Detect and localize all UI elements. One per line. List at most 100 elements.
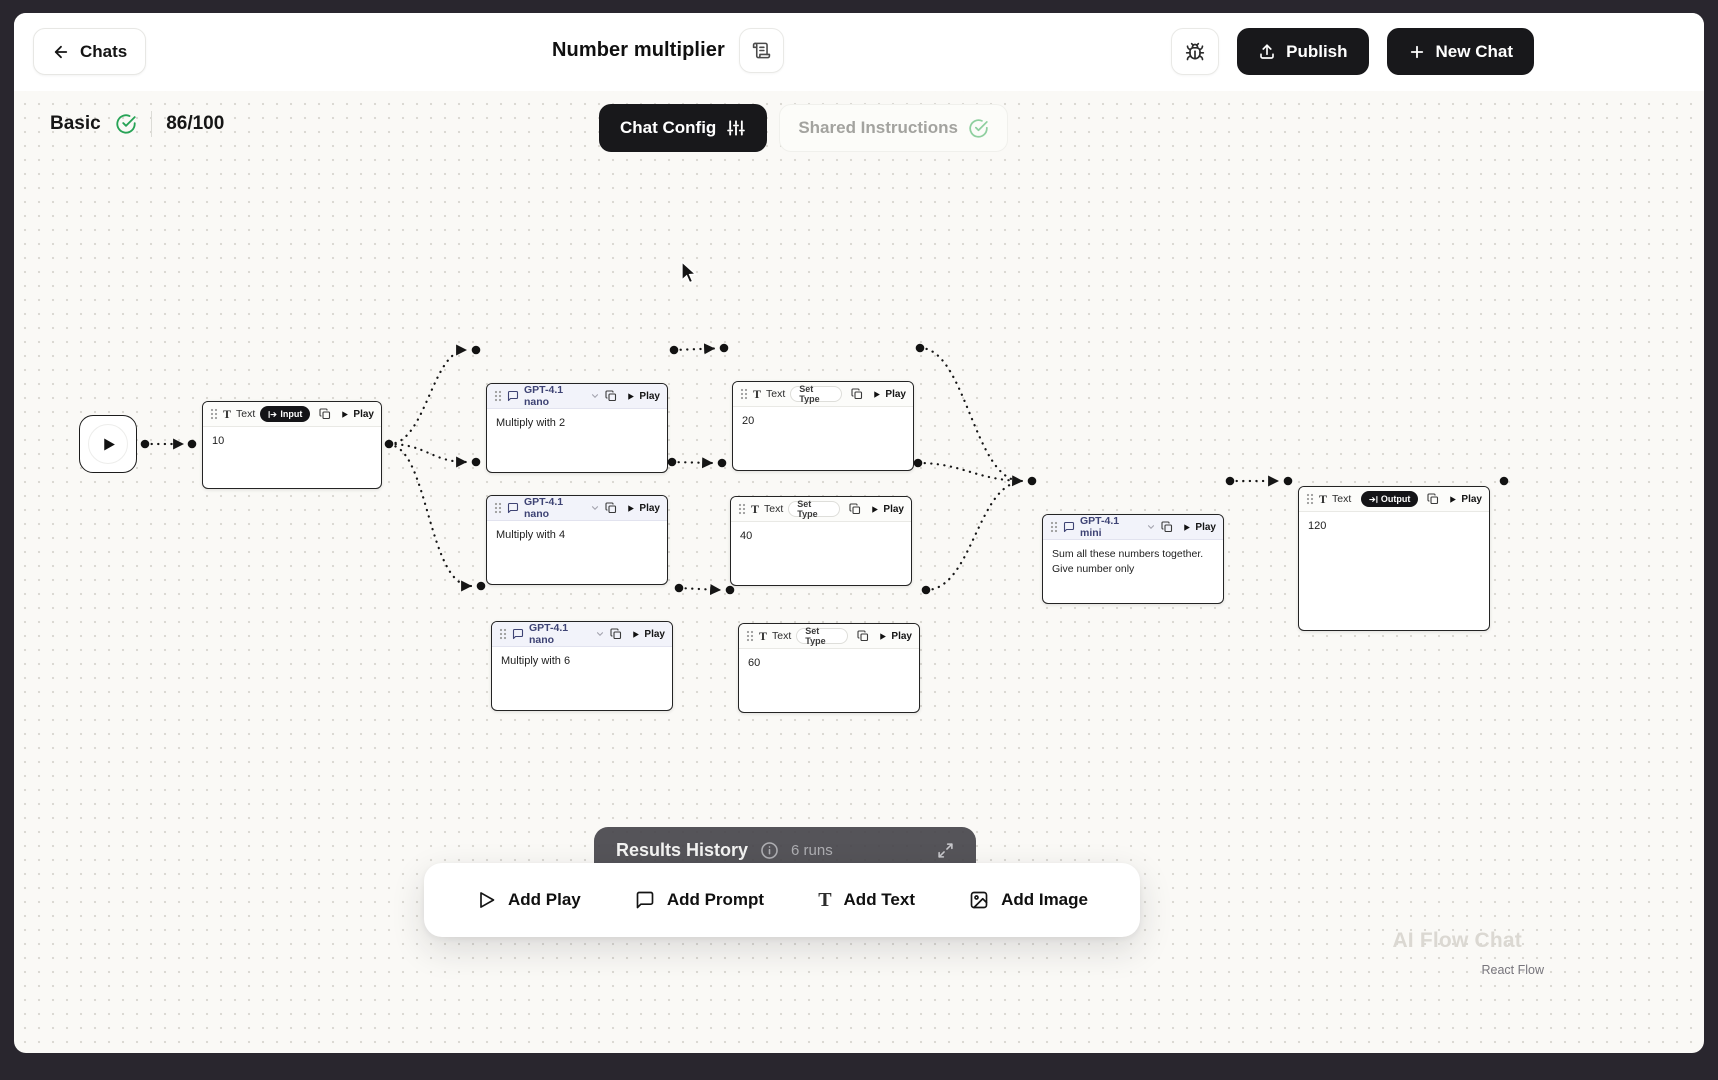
chevron-down-icon[interactable] [1146,522,1156,532]
model-select[interactable]: GPT-4.1 nano [529,622,569,646]
badge-label: Set Type [805,626,826,646]
chat-config-button[interactable]: Chat Config [599,104,768,152]
mouse-cursor [679,261,701,285]
drag-handle-icon[interactable] [740,388,748,400]
copy-icon[interactable] [605,390,617,402]
add-prompt-button[interactable]: Add Prompt [635,890,764,910]
plus-icon [1408,43,1426,61]
drag-handle-icon[interactable] [1306,493,1314,505]
copy-icon[interactable] [1161,521,1173,533]
node-text-input[interactable]: T Text Input Play 10 [202,401,382,489]
node-header: GPT-4.1 nano Play [487,384,667,409]
drag-handle-icon[interactable] [499,628,507,640]
play-icon [88,424,128,464]
chevron-down-icon[interactable] [590,391,600,401]
node-content[interactable]: Multiply with 6 [501,655,571,667]
model-select[interactable]: GPT-4.1 nano [524,384,564,408]
copy-icon[interactable] [319,408,331,420]
input-badge[interactable]: Input [260,406,311,422]
publish-button[interactable]: Publish [1237,28,1369,75]
shared-instructions-button[interactable]: Shared Instructions [779,104,1008,152]
node-text-40[interactable]: T Text Set Type Play 40 [730,496,912,586]
node-type-label: Text [764,503,784,515]
node-prompt-sum[interactable]: GPT-4.1 mini Play Sum all these numbers … [1042,514,1224,604]
node-play-button[interactable]: Play [626,391,660,402]
node-header: T Text Set Type Play [733,382,913,407]
node-header: GPT-4.1 nano Play [492,622,672,647]
play-label: Play [883,503,904,515]
drag-handle-icon[interactable] [494,390,502,402]
drag-handle-icon[interactable] [746,630,754,642]
drag-handle-icon[interactable] [738,503,746,515]
flow-canvas[interactable]: Basic 86/100 Chat Config Shared Instruct… [14,91,1704,1053]
drag-handle-icon[interactable] [494,502,502,514]
new-chat-button[interactable]: New Chat [1386,28,1534,75]
node-content[interactable]: Sum all these numbers together. Give num… [1052,548,1204,576]
play-label: Play [885,388,906,400]
node-content[interactable]: Multiply with 4 [496,529,566,541]
node-prompt-multiply-2[interactable]: GPT-4.1 nano Play Multiply with 2 [486,383,668,473]
chevron-down-icon[interactable] [590,503,600,513]
node-text-output[interactable]: T Text Output Play 120 [1298,486,1490,631]
chevron-down-icon[interactable] [595,629,605,639]
copy-icon[interactable] [605,502,617,514]
node-content[interactable]: Multiply with 2 [496,417,566,429]
node-prompt-multiply-6[interactable]: GPT-4.1 nano Play Multiply with 6 [491,621,673,711]
node-content[interactable]: 40 [740,530,753,542]
node-play-button[interactable]: Play [872,389,906,400]
add-text-button[interactable]: T Add Text [818,889,915,912]
node-header: T Text Input Play [203,402,381,427]
shared-instructions-label: Shared Instructions [798,118,958,137]
drag-handle-icon[interactable] [1050,521,1058,533]
tier-label: Basic [50,113,101,134]
sliders-icon [726,118,746,138]
add-play-button[interactable]: Add Play [476,890,581,910]
drag-handle-icon[interactable] [210,408,218,420]
node-play-button[interactable]: Play [878,631,912,642]
node-content[interactable]: 20 [742,415,755,427]
set-type-badge[interactable]: Set Type [788,499,841,519]
app-window: Chats Number multiplier Publish [14,13,1704,1053]
node-play-button[interactable]: Play [626,503,660,514]
set-type-badge[interactable]: Set Type [790,384,843,404]
node-type-label: Text [772,630,792,642]
rename-flow-button[interactable] [738,28,784,73]
node-play-button[interactable]: Play [1182,522,1216,533]
copy-icon[interactable] [1427,493,1439,505]
output-badge[interactable]: Output [1360,491,1419,507]
node-play-button[interactable]: Play [1448,494,1482,505]
copy-icon[interactable] [857,630,869,642]
runs-count: 6 runs [791,841,833,859]
model-select[interactable]: GPT-4.1 nano [524,496,564,520]
top-bar: Chats Number multiplier Publish [14,13,1704,91]
divider [150,111,153,137]
node-text-20[interactable]: T Text Set Type Play 20 [732,381,914,471]
node-play-button[interactable]: Play [340,409,374,420]
node-content[interactable]: 120 [1308,520,1327,532]
model-select[interactable]: GPT-4.1 mini [1080,515,1120,539]
node-play-button[interactable]: Play [870,504,904,515]
chat-config-label: Chat Config [620,118,717,137]
image-icon [969,890,989,910]
debug-button[interactable] [1171,28,1220,75]
expand-icon[interactable] [937,842,954,859]
node-content[interactable]: 60 [748,657,761,669]
set-type-badge[interactable]: Set Type [796,626,849,646]
node-prompt-multiply-4[interactable]: GPT-4.1 nano Play Multiply with 4 [486,495,668,585]
reactflow-attribution: React Flow [1481,963,1544,977]
copy-icon[interactable] [849,503,861,515]
node-type-label: Text [236,408,256,420]
play-outline-icon [476,890,496,910]
node-content[interactable]: 10 [212,435,225,447]
node-text-60[interactable]: T Text Set Type Play 60 [738,623,920,713]
add-image-button[interactable]: Add Image [969,890,1088,910]
play-label: Play [639,390,660,402]
node-play-button[interactable]: Play [631,629,665,640]
text-type-icon: T [818,888,832,911]
back-label: Chats [80,41,128,61]
copy-icon[interactable] [851,388,863,400]
back-to-chats-button[interactable]: Chats [33,28,147,75]
copy-icon[interactable] [610,628,622,640]
node-play-trigger[interactable] [79,415,137,473]
results-inner: Results History 6 runs [594,827,976,873]
